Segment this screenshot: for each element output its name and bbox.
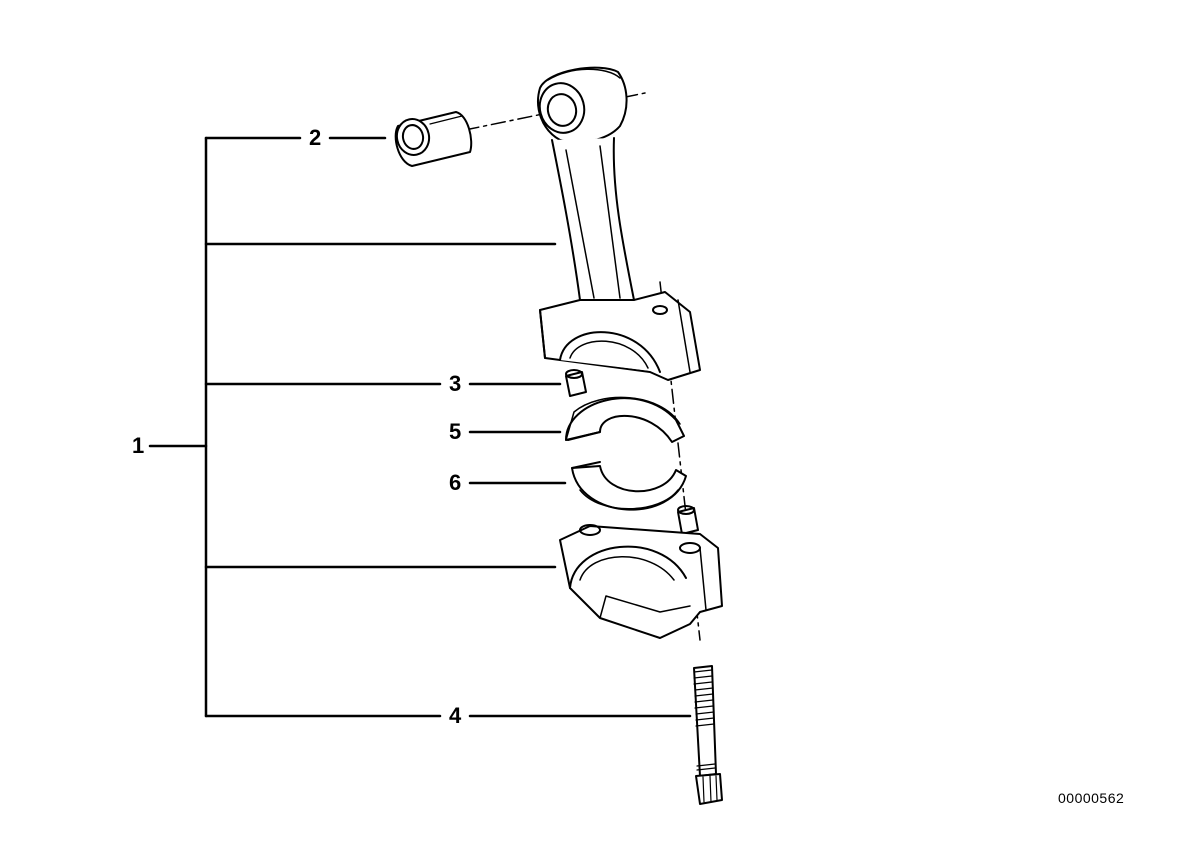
small-end-bushing	[394, 111, 473, 167]
callout-2: 2	[309, 125, 322, 150]
diagram-id-label: 00000562	[1058, 790, 1125, 806]
upper-bearing-shell	[565, 396, 685, 443]
dowel-sleeve-upper	[565, 369, 587, 397]
callout-1: 1	[132, 433, 145, 458]
connecting-rod	[537, 66, 701, 381]
dowel-sleeve-cap	[677, 505, 699, 535]
connecting-rod-bolt	[693, 665, 723, 805]
callout-5: 5	[449, 419, 462, 444]
callout-6: 6	[449, 470, 462, 495]
lower-bearing-shell	[571, 461, 687, 511]
connecting-rod-cap	[559, 524, 723, 639]
callout-3: 3	[449, 371, 462, 396]
callout-4: 4	[449, 703, 462, 728]
leader-lines	[148, 136, 692, 718]
